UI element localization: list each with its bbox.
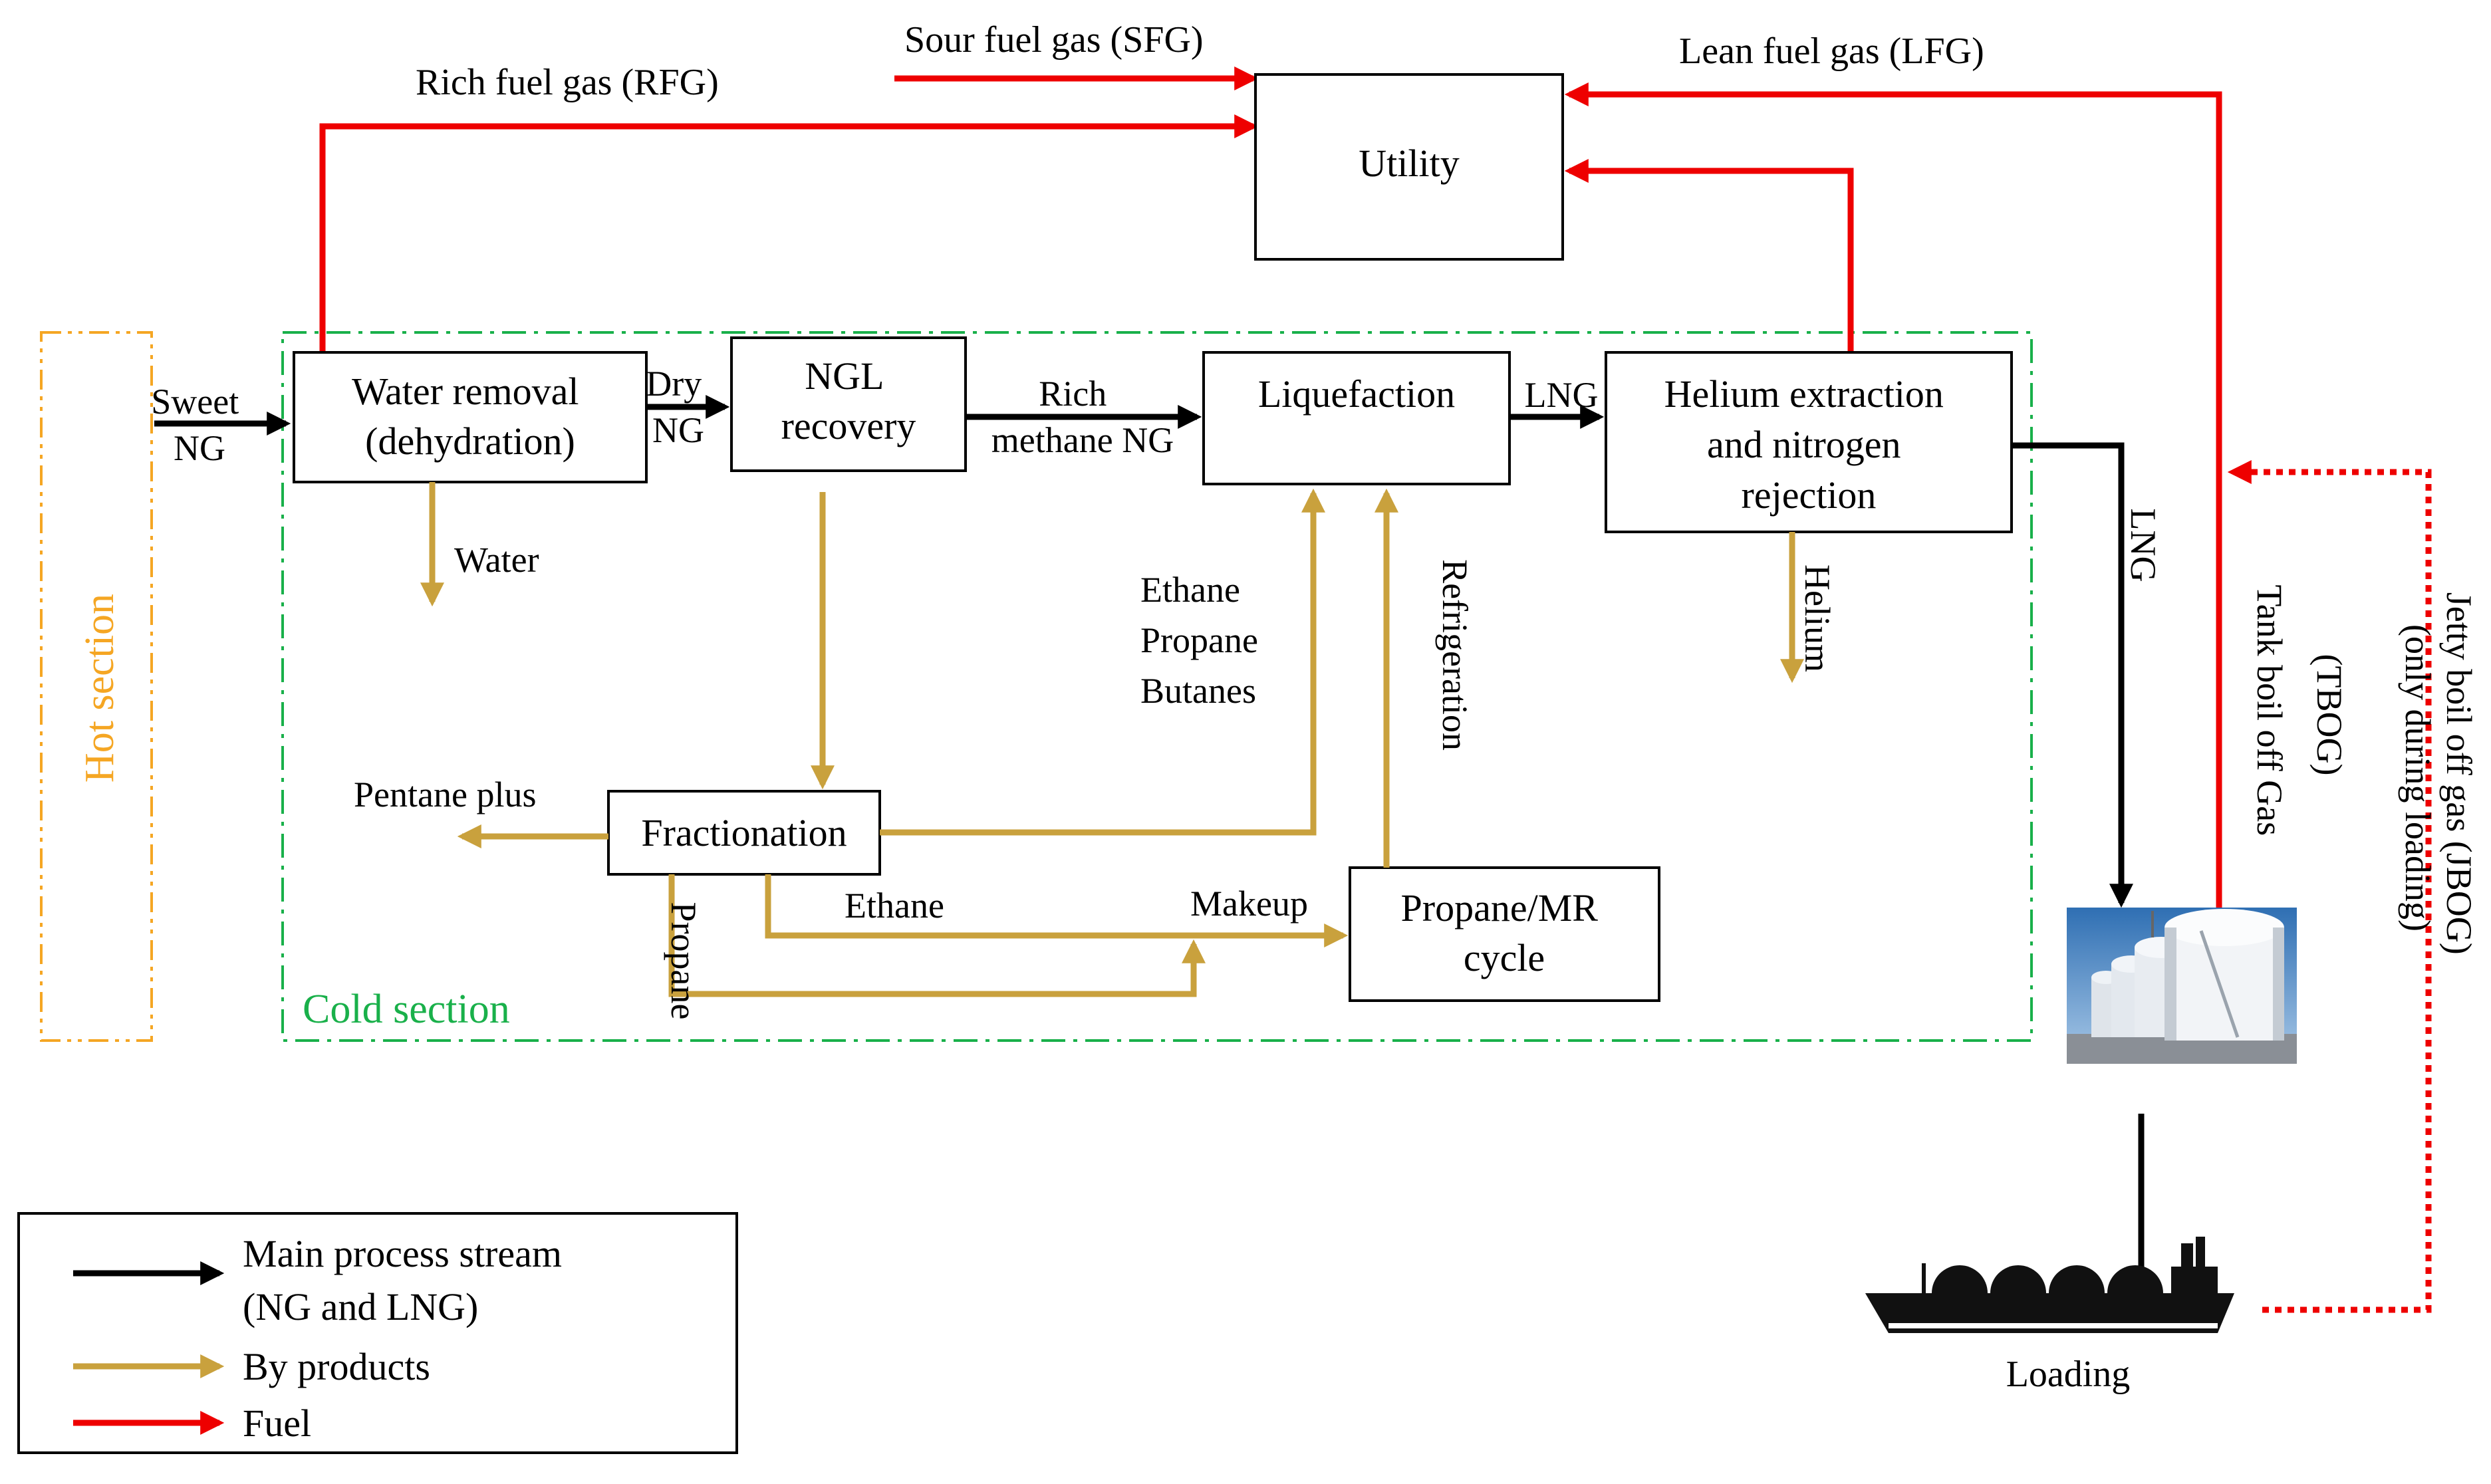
legend-byproducts-label: By products [243,1345,430,1388]
jetty-boil-off-line [2227,460,2432,1313]
propane-label: Propane [664,902,704,1020]
rich-fuel-gas-label: Rich fuel gas (RFG) [416,62,719,103]
water-removal-label: Water removal (dehydration) [352,370,589,463]
fractionation-label: Fractionation [641,811,847,854]
lng-down-label: LNG [2123,509,2163,582]
legend-main-label: Main process stream (NG and LNG) [243,1232,571,1328]
ethane-label: Ethane [845,886,944,926]
hot-section-label: Hot section [77,594,122,783]
legend: Main process stream (NG and LNG) By prod… [17,1212,738,1454]
jetty-boil-off-label: Jetty boil off gas (JBOG) (only during l… [2398,592,2479,963]
pentane-plus-label: Pentane plus [354,775,536,814]
propane-makeup-arrow [668,874,1206,997]
cold-section-label: Cold section [303,987,510,1032]
rich-fuel-gas-line [319,114,1259,352]
utility-unit: Utility [1254,73,1564,261]
helium-label: Helium [1797,564,1837,672]
liquefaction-label: Liquefaction [1258,372,1455,416]
rich-methane-label: Rich methane NG [991,374,1174,460]
ethane-propane-butanes-label: Ethane Propane Butanes [1140,570,1267,711]
fractionation-unit: Fractionation [607,790,881,876]
dry-ng-label: Dry NG [646,364,710,450]
lng-ship-icon [1865,1237,2234,1333]
helium-extraction-unit: Helium extraction and nitrogen rejection [1605,351,2013,533]
ngl-recovery-unit: NGL recovery [730,336,967,472]
sour-fuel-gas-label: Sour fuel gas (SFG) [904,19,1204,61]
water-removal-unit: Water removal (dehydration) [293,351,648,483]
helium-fuel-line [1564,159,1854,352]
lng-storage-tanks-image [2067,908,2297,1064]
makeup-label: Makeup [1190,884,1308,924]
hot-section-frame [40,331,153,1042]
lng-to-tank-arrow [2012,442,2133,908]
ethane-propane-butanes-arrow [880,488,1325,836]
liquefaction-unit: Liquefaction [1202,351,1511,485]
water-label: Water [454,540,539,580]
legend-fuel-label: Fuel [243,1402,311,1445]
utility-label: Utility [1359,142,1459,185]
ethane-makeup-arrow [765,874,1349,947]
propane-mr-unit: Propane/MR cycle [1349,866,1660,1002]
ngl-recovery-label: NGL recovery [781,354,916,447]
lean-fuel-gas-label: Lean fuel gas (LFG) [1679,31,1984,72]
sweet-ng-label: Sweet NG [151,382,247,468]
helium-extraction-label: Helium extraction and nitrogen rejection [1664,372,1954,517]
lng-top-label: LNG [1525,375,1599,415]
refrigeration-label: Refrigeration [1435,559,1475,751]
loading-label: Loading [2006,1354,2131,1395]
lean-fuel-gas-line [1564,82,2222,911]
propane-mr-label: Propane/MR cycle [1401,886,1608,979]
tank-boil-off-label: Tank boil off Gas (TBOG) [2250,584,2349,844]
